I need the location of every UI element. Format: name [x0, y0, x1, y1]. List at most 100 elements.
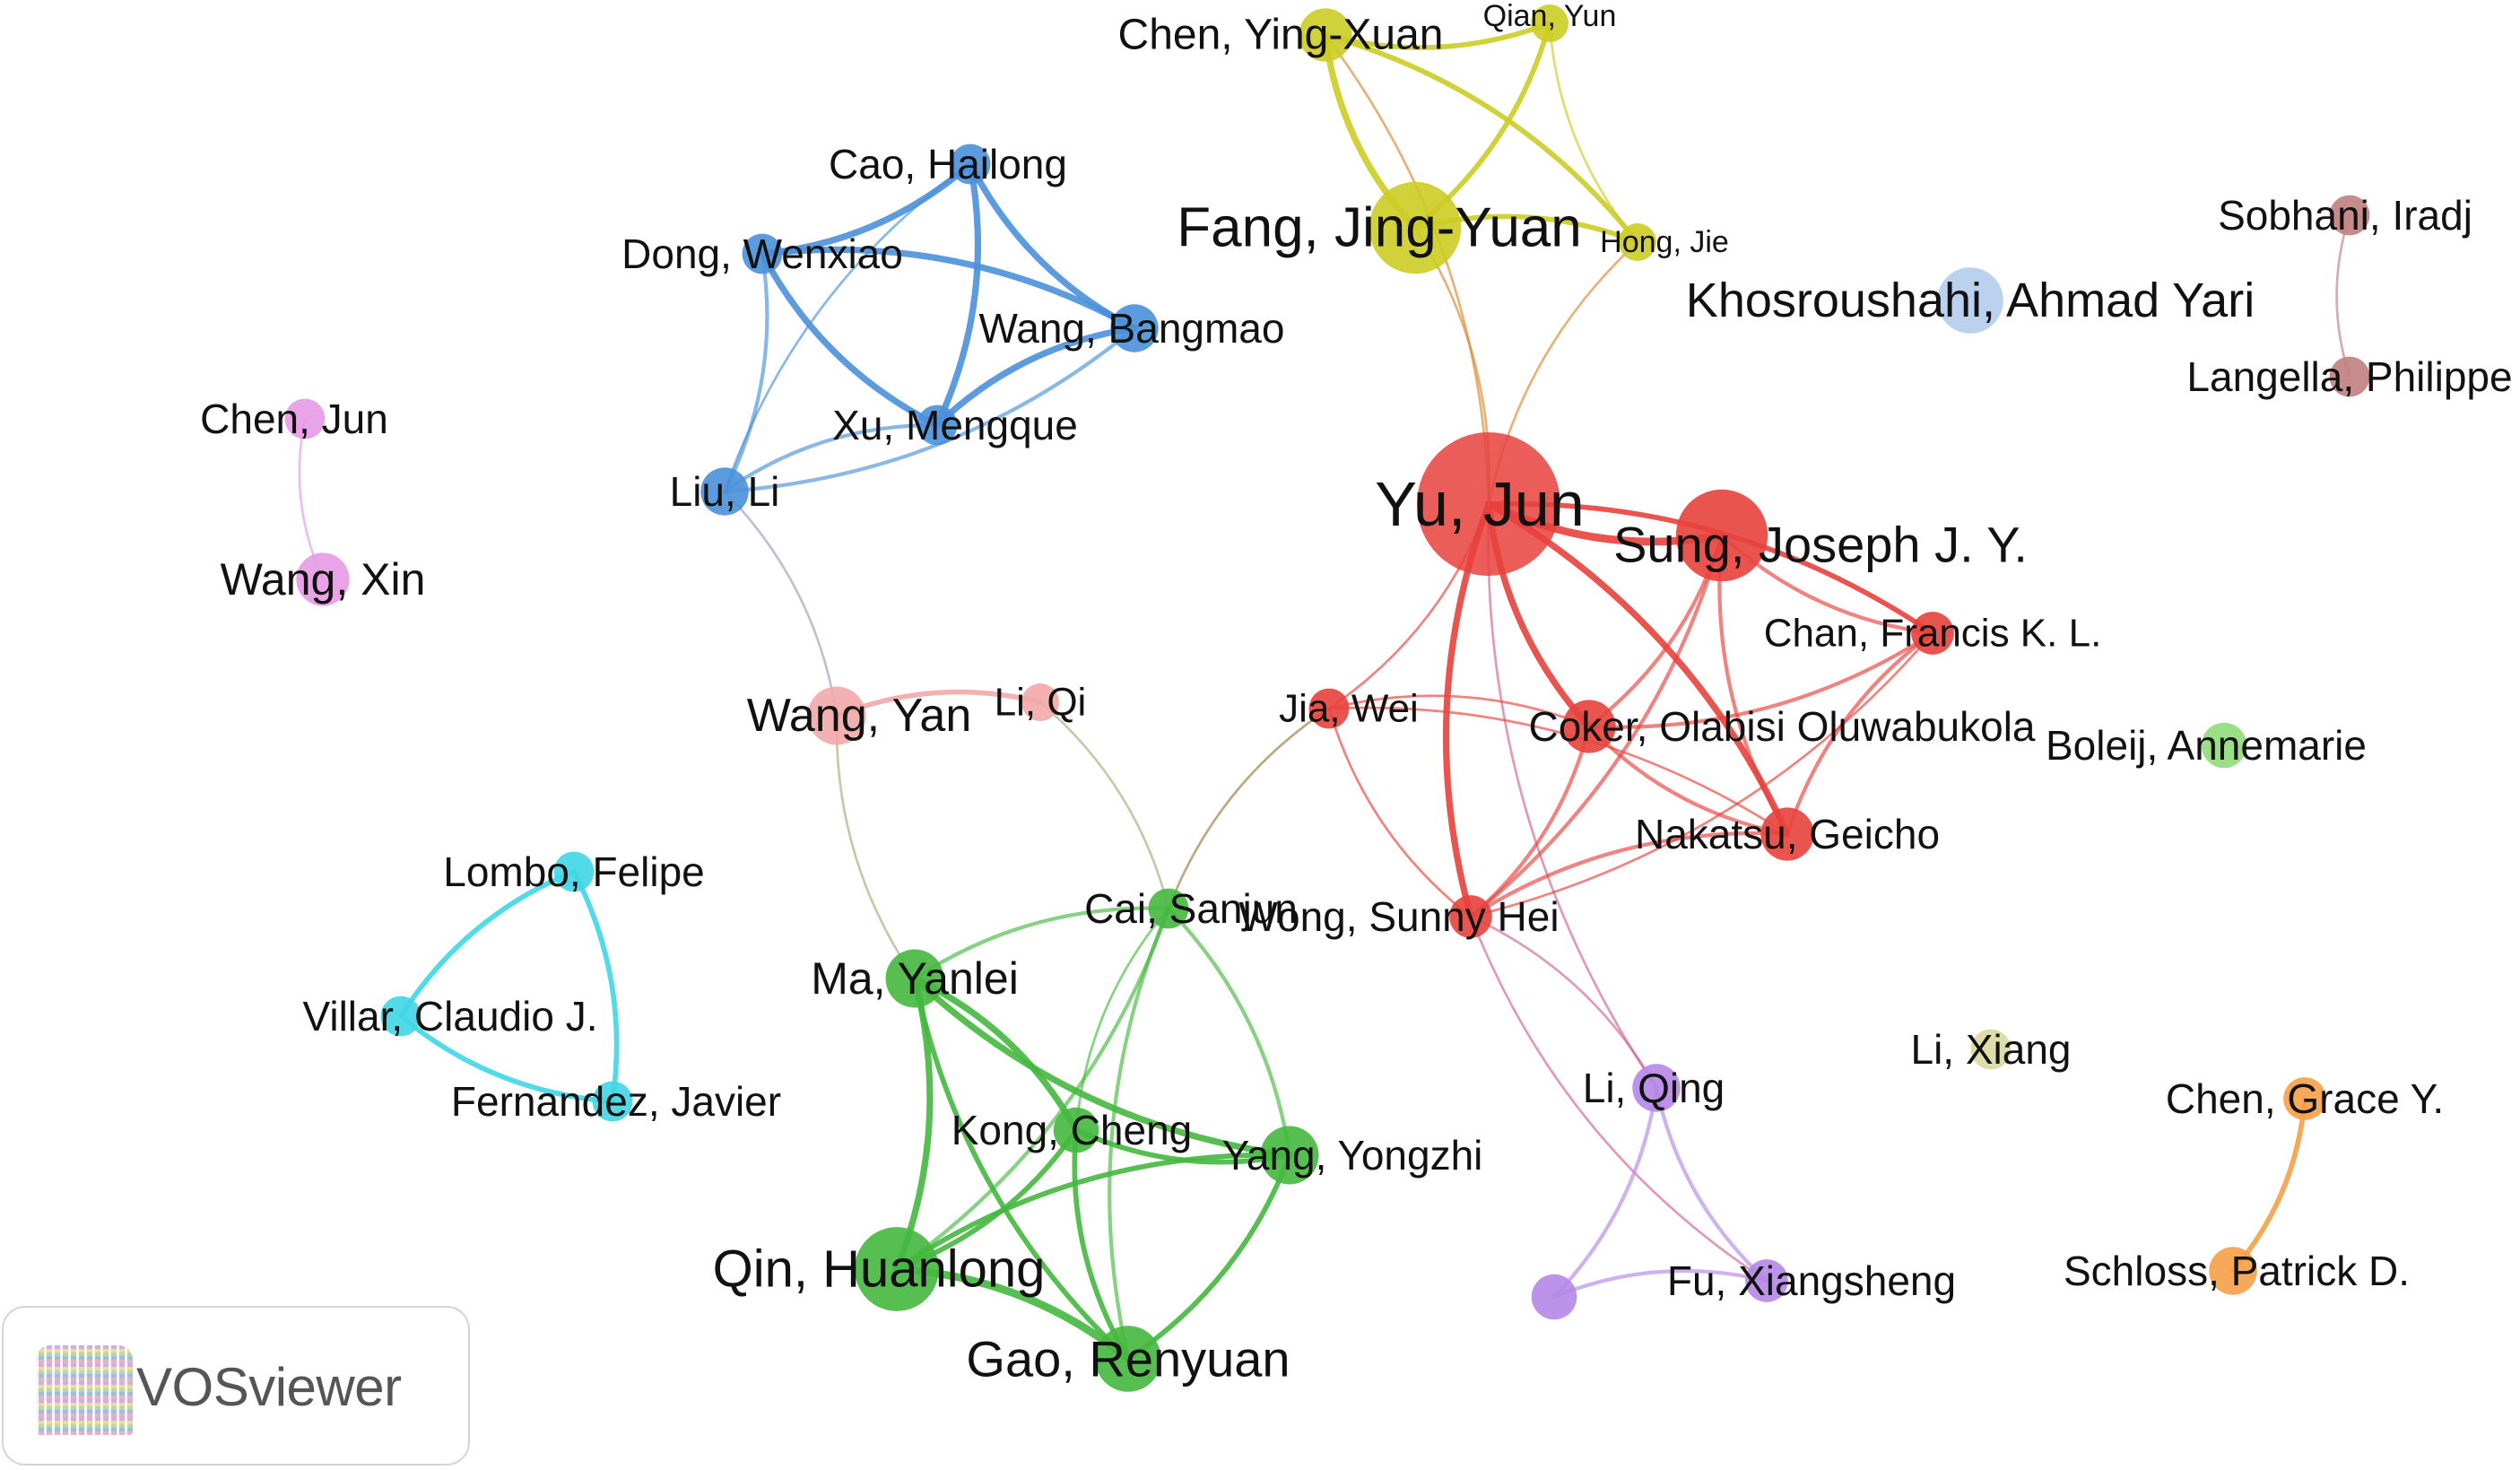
label-lombo: Lombo, Felipe [443, 848, 705, 895]
link-liuli-wangyan [723, 490, 839, 718]
node-coker[interactable] [1562, 700, 1616, 753]
label-langella: Langella, Philippe [2186, 353, 2512, 400]
node-wangxin[interactable] [296, 552, 350, 606]
node-schloss[interactable] [2209, 1247, 2257, 1295]
link-liqing-fux [1654, 1085, 1769, 1283]
link-xum-liuli [722, 422, 940, 494]
node-liqi[interactable] [1021, 683, 1059, 721]
label-nakatsu: Nakatsu, Geicho [1635, 811, 1940, 857]
link-liqi-cais [1038, 700, 1170, 910]
node-liuli[interactable] [700, 467, 749, 516]
label-caoh: Cao, Hailong [829, 141, 1067, 187]
node-xum[interactable] [917, 404, 958, 446]
label-fux: Fu, Xiangsheng [1667, 1257, 1956, 1304]
link-nakatsu-wong [1468, 831, 1790, 919]
label-kongc: Kong, Cheng [952, 1107, 1193, 1153]
label-sobhani: Sobhani, Iradj [2218, 192, 2472, 239]
label-chengrace: Chen, Grace Y. [2166, 1075, 2444, 1122]
node-dongw[interactable] [742, 233, 783, 274]
node-villar[interactable] [380, 996, 421, 1037]
link-chengrace-schloss [2230, 1096, 2307, 1274]
node-chenjun[interactable] [284, 398, 326, 439]
link-lombo-fernandez [571, 869, 620, 1104]
link-gaor-cais [1108, 906, 1171, 1361]
link-sobhani-langella [2335, 213, 2351, 378]
node-yangy[interactable] [1260, 1126, 1319, 1185]
node-fang[interactable] [1369, 181, 1462, 274]
node-kongc[interactable] [1053, 1107, 1099, 1153]
node-sung[interactable] [1675, 489, 1768, 582]
label-yujun: Yu, Jun [1375, 469, 1585, 539]
label-khos: Khosroushahi, Ahmad Yari [1686, 274, 2255, 327]
label-wong: Wong, Sunny Hei [1238, 893, 1559, 940]
link-chan-coker [1586, 631, 1935, 729]
label-villar: Villar, Claudio J. [303, 993, 598, 1039]
link-villar-fernandez [398, 1013, 615, 1104]
label-sung: Sung, Joseph J. Y. [1613, 517, 2028, 573]
node-may[interactable] [885, 949, 944, 1008]
node-yujun[interactable] [1417, 432, 1560, 576]
link-dongw-liuli [722, 251, 769, 494]
label-coker: Coker, Olabisi Oluwabukola [1528, 703, 2035, 750]
nodes-layer [284, 4, 2370, 1392]
link-yujun-liqing [1487, 502, 1658, 1090]
label-dongw: Dong, Wenxiao [621, 231, 903, 277]
label-jiawei: Jia, Wei [1279, 687, 1419, 731]
link-coker-wong [1468, 724, 1592, 919]
label-chenjun: Chen, Jun [200, 396, 388, 442]
link-yangy-cais [1166, 906, 1292, 1158]
link-jiawei-coker [1327, 694, 1591, 728]
node-purplenode[interactable] [1531, 1274, 1577, 1320]
link-may-cais [912, 906, 1171, 981]
node-gaor[interactable] [1095, 1326, 1161, 1392]
link-lombo-villar [398, 869, 577, 1019]
link-wangyan-may [835, 714, 917, 980]
node-lixiang[interactable] [1970, 1029, 2012, 1070]
label-chan: Chan, Francis K. L. [1764, 612, 2102, 656]
label-lixiang: Li, Xiang [1910, 1026, 2071, 1073]
vosviewer-logo: VOSviewer [2, 1306, 470, 1466]
link-yangy-gaor [1125, 1153, 1292, 1361]
node-wangyan[interactable] [807, 686, 866, 745]
node-chan[interactable] [1911, 612, 1954, 655]
link-may-yangy [911, 975, 1293, 1159]
node-hongjie[interactable] [1619, 223, 1656, 261]
node-caoh[interactable] [950, 144, 991, 185]
node-liqing[interactable] [1632, 1064, 1681, 1112]
link-yangy-qinh [894, 1152, 1292, 1272]
label-may: Ma, Yanlei [811, 953, 1019, 1004]
link-kongc-cais [1074, 907, 1170, 1132]
node-jiawei[interactable] [1308, 688, 1350, 729]
node-nakatsu[interactable] [1760, 807, 1814, 861]
node-fux[interactable] [1745, 1259, 1788, 1302]
label-liqing: Li, Qing [1583, 1065, 1725, 1111]
label-cais: Cai, Sanjun [1084, 885, 1298, 932]
node-sobhani[interactable] [2329, 195, 2370, 236]
link-caoh-wangb [967, 161, 1138, 332]
label-qinh: Qin, Huanlong [713, 1240, 1046, 1299]
node-wangb[interactable] [1110, 304, 1159, 352]
label-qianyun: Qian, Yun [1483, 0, 1617, 33]
link-dongw-xum [759, 250, 941, 429]
node-langella[interactable] [2329, 356, 2370, 397]
node-fernandez[interactable] [592, 1081, 633, 1122]
label-hongjie: Hong, Jie [1600, 225, 1729, 259]
label-chenyx: Chen, Ying-Xuan [1118, 12, 1444, 59]
node-wong[interactable] [1449, 895, 1492, 938]
node-khos[interactable] [1937, 267, 2003, 334]
node-chenyx[interactable] [1299, 8, 1352, 62]
node-boleij[interactable] [2201, 722, 2247, 769]
vosviewer-logo-icon [36, 1345, 133, 1435]
node-qinh[interactable] [855, 1227, 939, 1311]
link-qianyun-hongjie [1548, 22, 1639, 244]
node-cais[interactable] [1148, 888, 1189, 929]
label-liuli: Liu, Li [670, 468, 780, 515]
link-dongw-wangb [759, 246, 1138, 332]
node-qianyun[interactable] [1531, 4, 1568, 42]
node-chengrace[interactable] [2283, 1077, 2326, 1120]
label-boleij: Boleij, Annemarie [2046, 722, 2367, 769]
node-lombo[interactable] [553, 851, 595, 892]
label-yangy: Yang, Yongzhi [1222, 1132, 1483, 1179]
